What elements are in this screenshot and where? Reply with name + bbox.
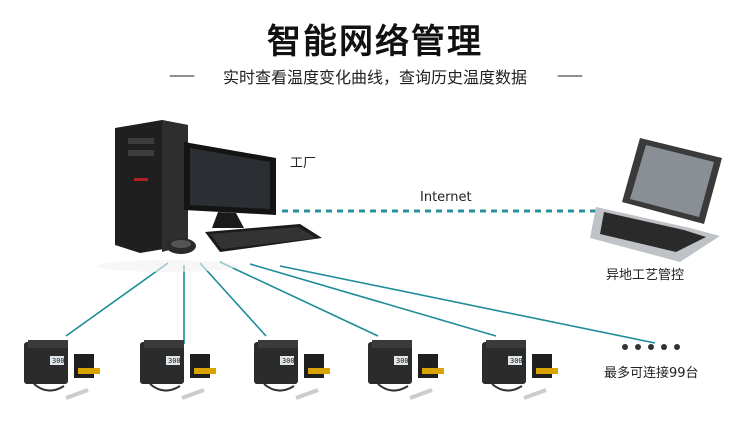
subtitle-dash-right: —— xyxy=(557,68,583,84)
connection-line-4 xyxy=(219,261,379,337)
subtitle: 实时查看温度变化曲线，查询历史温度数据 xyxy=(222,68,527,87)
remote-label: 异地工艺管控 xyxy=(606,268,685,283)
dot-2 xyxy=(635,344,641,350)
station-display-5: 300 xyxy=(510,357,523,365)
connection-line-6 xyxy=(279,265,656,344)
station-display-3: 300 xyxy=(282,357,295,365)
internet-label: Internet xyxy=(420,190,472,205)
desktop-computer xyxy=(98,120,322,272)
page-title: 智能网络管理 xyxy=(267,22,483,62)
connection-line-1 xyxy=(65,262,169,337)
dot-3 xyxy=(648,344,654,350)
subtitle-row: —— 实时查看温度变化曲线，查询历史温度数据 —— xyxy=(0,64,750,88)
soldering-station-2 xyxy=(140,340,216,400)
dot-1 xyxy=(622,344,628,350)
more-dots xyxy=(622,344,680,350)
laptop xyxy=(590,138,722,262)
factory-label: 工厂 xyxy=(290,156,317,171)
station-display-2: 300 xyxy=(168,357,181,365)
dot-4 xyxy=(661,344,667,350)
max-connect-label: 最多可连接99台 xyxy=(604,366,699,381)
connection-line-3 xyxy=(199,262,267,337)
soldering-station-3 xyxy=(254,340,330,400)
soldering-station-4 xyxy=(368,340,444,400)
soldering-station-1 xyxy=(24,340,100,400)
subtitle-dash-left: —— xyxy=(168,68,195,84)
station-display-1: 300 xyxy=(52,357,65,365)
soldering-station-5 xyxy=(482,340,558,400)
dot-5 xyxy=(674,344,680,350)
connection-line-5 xyxy=(249,263,497,337)
station-display-4: 300 xyxy=(396,357,409,365)
stations-group xyxy=(24,340,558,400)
connection-lines xyxy=(65,261,656,344)
